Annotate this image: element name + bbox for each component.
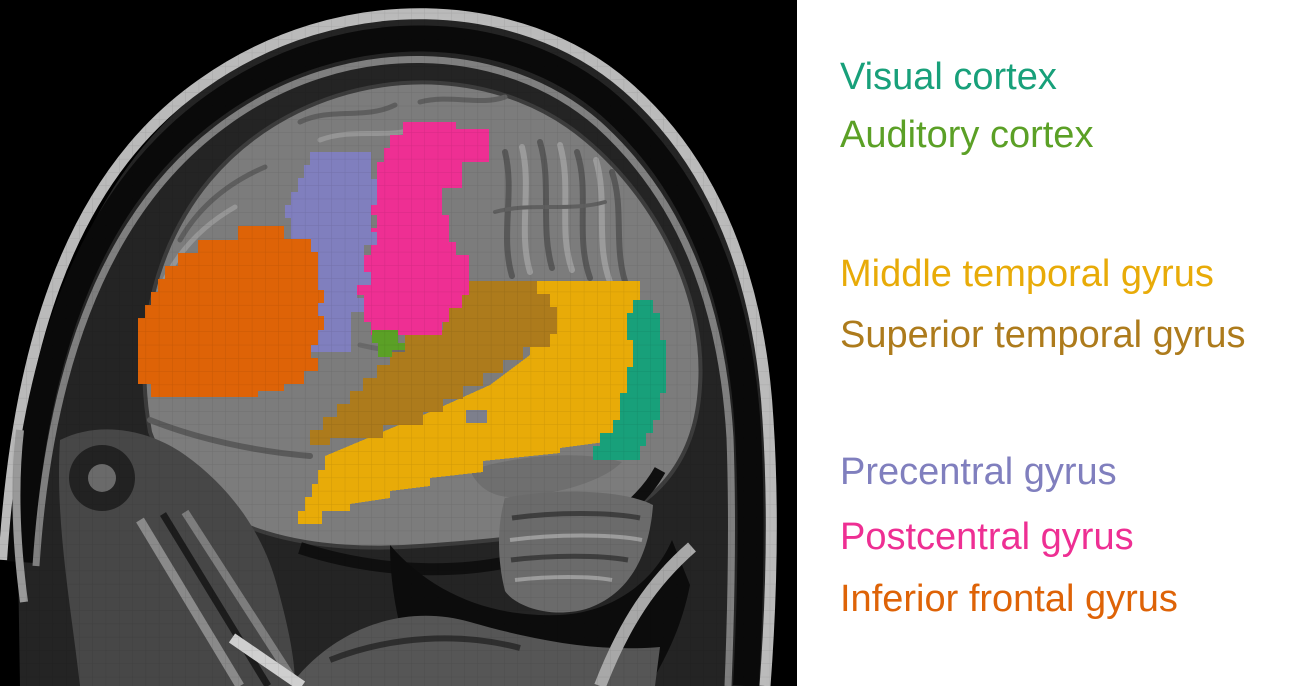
legend-item-superior-temporal-gyrus: Superior temporal gyrus [840,314,1246,356]
legend-item-auditory-cortex: Auditory cortex [840,114,1094,156]
legend: Visual cortex Auditory cortex Middle tem… [797,0,1293,686]
legend-item-postcentral-gyrus: Postcentral gyrus [840,516,1134,558]
legend-item-precentral-gyrus: Precentral gyrus [840,451,1117,493]
pixelation-grid [0,0,797,686]
legend-item-inferior-frontal-gyrus: Inferior frontal gyrus [840,578,1178,620]
legend-item-visual-cortex: Visual cortex [840,56,1057,98]
brain-mri-svg [0,0,797,686]
legend-item-middle-temporal-gyrus: Middle temporal gyrus [840,253,1214,295]
brain-mri-image [0,0,797,686]
